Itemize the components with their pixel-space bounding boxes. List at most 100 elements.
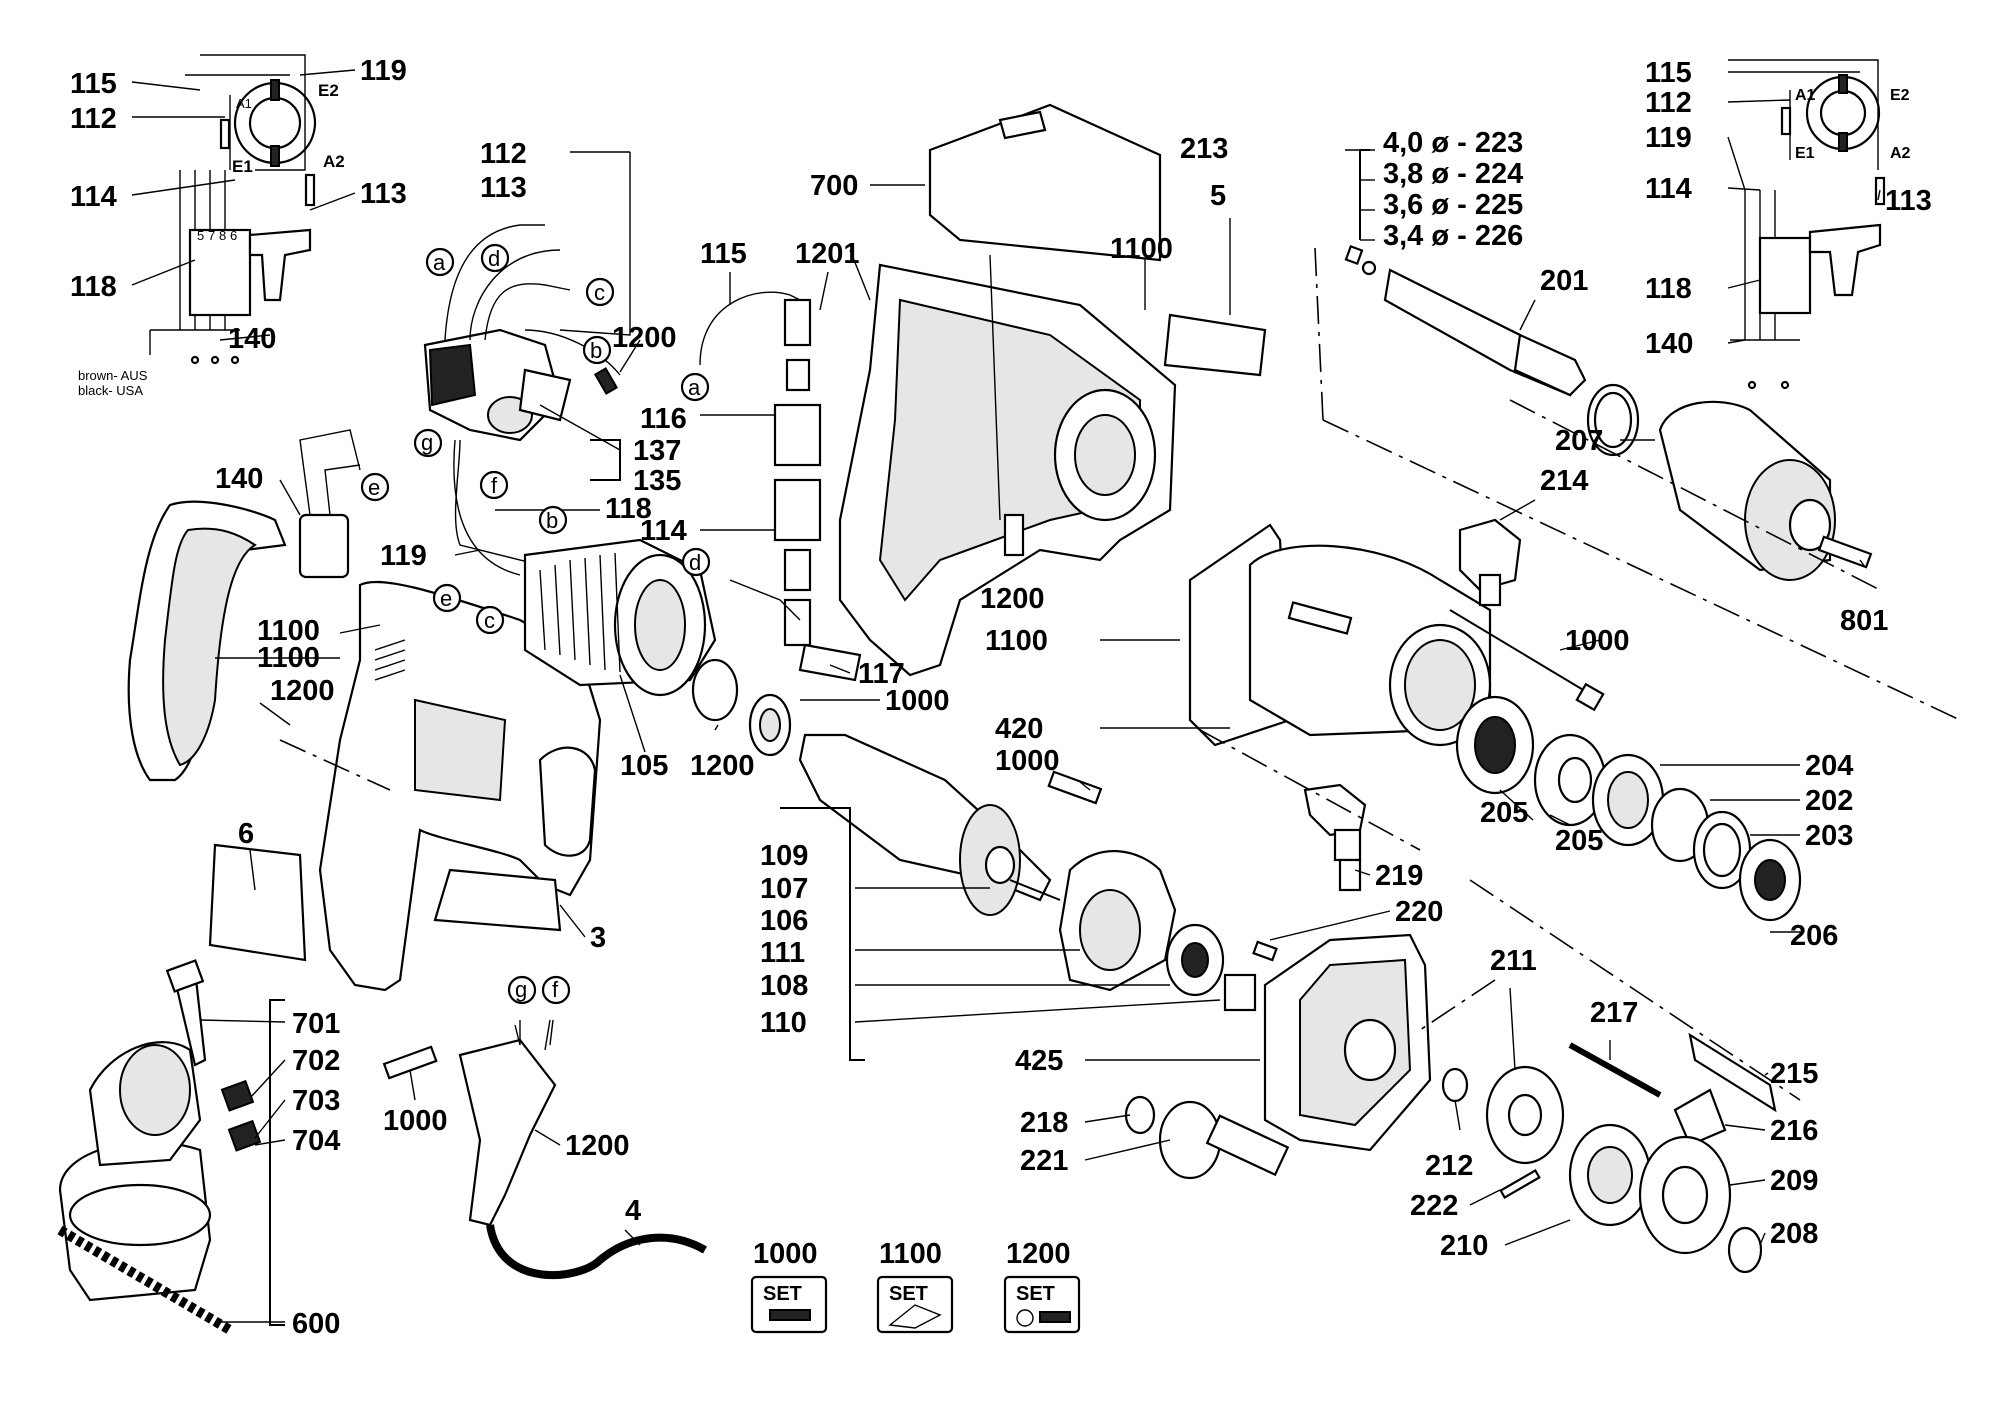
connector-d: d	[480, 243, 510, 273]
part-label: 702	[292, 1045, 340, 1077]
gear-209	[1638, 1135, 1732, 1255]
gearbox-425	[1263, 933, 1432, 1152]
side-handle-half	[127, 500, 287, 782]
part-label: 6	[238, 818, 254, 850]
part-label: 210	[1440, 1230, 1488, 1262]
washer-212	[1441, 1067, 1469, 1103]
part-label: 1100	[985, 625, 1048, 657]
part-label: 202	[1805, 785, 1853, 817]
part-label: 700	[810, 170, 858, 202]
svg-text:a: a	[433, 250, 446, 275]
clutch-210	[1568, 1123, 1652, 1227]
part-label: 222	[1410, 1190, 1458, 1222]
part-label: 114	[640, 515, 687, 547]
brush-holders	[699, 291, 862, 682]
connector-g-2: g	[507, 975, 537, 1005]
svg-text:d: d	[488, 246, 500, 271]
part-label: 204	[1805, 750, 1853, 782]
connector-markers: a d c b g f e a b d e c g f	[360, 243, 711, 1005]
set-icon-1000: SET	[750, 1275, 828, 1334]
carry-case	[928, 103, 1162, 262]
part-label: 140	[228, 323, 276, 355]
part-label: 206	[1790, 920, 1838, 952]
pin-220	[1252, 940, 1278, 962]
set-icon-text: SET	[763, 1283, 802, 1305]
set-icon-text: SET	[889, 1283, 928, 1305]
legend-note-black: black- USA	[78, 383, 143, 398]
part-label: 1100	[257, 642, 320, 674]
part-label: 207	[1555, 425, 1603, 457]
pin-222	[1499, 1169, 1541, 1199]
svg-text:g: g	[515, 977, 527, 1002]
connector-c-2: c	[475, 605, 505, 635]
spindle	[1344, 244, 1587, 397]
set-numbers: 1000 1100 1200	[753, 1238, 1071, 1270]
wiring-letter: E1	[1795, 145, 1815, 162]
part-label: 115	[700, 238, 747, 270]
wiring-letter: 7	[208, 228, 215, 243]
connector-g: g	[413, 428, 443, 458]
set-icon-text: SET	[1016, 1283, 1055, 1305]
part-label: 114	[70, 181, 117, 213]
part-label: 113	[1885, 185, 1932, 217]
part-label: 217	[1590, 997, 1638, 1029]
svg-text:e: e	[368, 475, 380, 500]
power-cord	[458, 1019, 707, 1280]
part-label: 3,6 ø - 225	[1383, 189, 1523, 221]
part-label: 1200	[612, 322, 677, 354]
pinion-221	[1158, 1100, 1290, 1180]
part-label: 108	[760, 970, 808, 1002]
part-label: 140	[1645, 328, 1693, 360]
part-label: 205	[1480, 797, 1528, 829]
wiring-letter: A2	[1890, 145, 1911, 162]
part-label: 113	[360, 178, 407, 210]
wiring-letter: 6	[230, 228, 237, 243]
wiring-letter: A1	[1795, 87, 1816, 104]
part-label: 209	[1770, 1165, 1818, 1197]
part-label: 109	[760, 840, 808, 872]
sleeve-110	[1223, 973, 1257, 1012]
part-label: 216	[1770, 1115, 1818, 1147]
part-label: 4	[625, 1195, 641, 1227]
part-label: 112	[70, 103, 117, 135]
set-icon-1100: SET	[876, 1275, 954, 1334]
connector-d-2: d	[681, 547, 711, 577]
part-label: 1200	[565, 1130, 630, 1162]
bearing-108	[1165, 923, 1225, 997]
part-label: 208	[1770, 1218, 1818, 1250]
svg-text:c: c	[594, 280, 605, 305]
connector-b: b	[582, 335, 612, 365]
auxiliary-handle	[57, 1041, 233, 1335]
bearing-204	[1591, 753, 1665, 847]
part-label: 110	[760, 1007, 807, 1039]
washer-218	[1124, 1095, 1156, 1135]
spring-plate-215	[1688, 1032, 1777, 1113]
connector-f-2: f	[541, 975, 571, 1005]
part-label: 137	[633, 435, 681, 467]
connector-f: f	[479, 470, 509, 500]
part-label: 112	[480, 138, 527, 170]
nut-704	[227, 1119, 262, 1152]
part-label: 5	[1210, 180, 1226, 212]
capacitor	[298, 429, 361, 579]
wiring-letter: E1	[232, 157, 253, 176]
bushing-1200	[691, 658, 739, 722]
bracket-lines	[269, 149, 1961, 1326]
connector-b-2: b	[538, 505, 568, 535]
part-label: 118	[70, 271, 117, 303]
part-label: 220	[1395, 896, 1443, 928]
bearing-206	[1738, 838, 1802, 922]
part-label: 703	[292, 1085, 340, 1117]
wiring-letter: A1	[236, 96, 252, 111]
part-label: 201	[1540, 265, 1588, 297]
part-label: 215	[1770, 1058, 1818, 1090]
part-label: 117	[858, 658, 905, 690]
part-label: 1200	[690, 750, 755, 782]
svg-text:b: b	[546, 508, 558, 533]
label-plate-5	[1163, 313, 1267, 377]
part-label: 105	[620, 750, 668, 782]
wiring-schematic-right: A1 E2 E1 A2	[1728, 59, 1911, 390]
part-label: 701	[292, 1008, 340, 1040]
housing-half-right	[838, 263, 1177, 677]
